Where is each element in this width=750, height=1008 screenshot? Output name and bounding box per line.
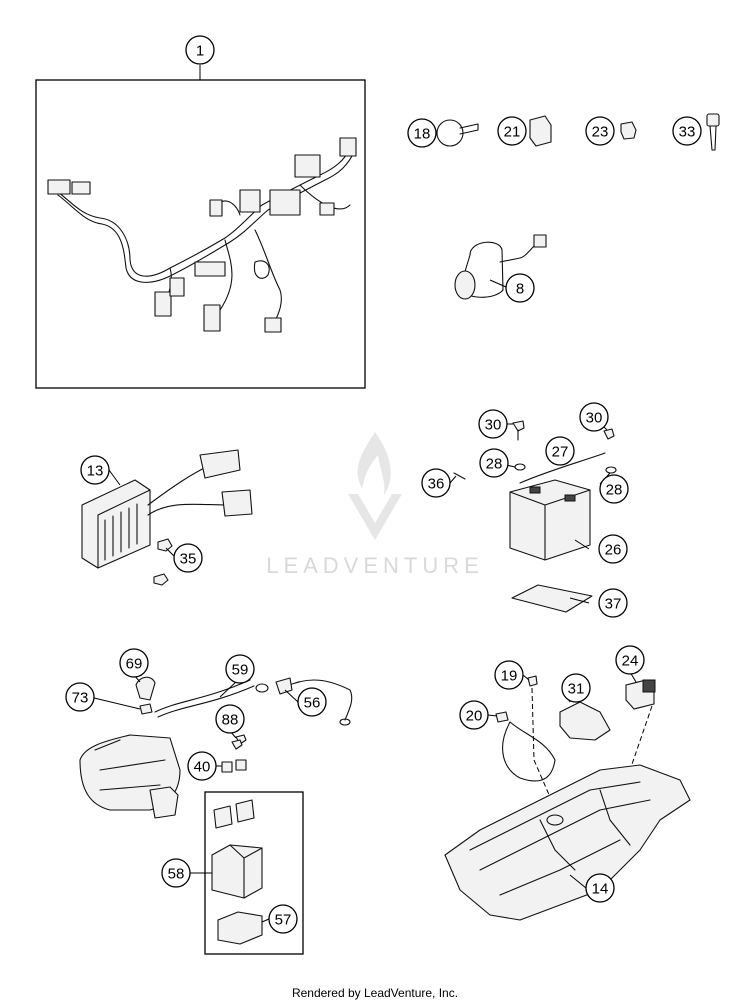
callout-20: 20 (459, 700, 489, 730)
callout-58: 58 (161, 858, 191, 888)
callout-8: 8 (505, 273, 535, 303)
callout-57: 57 (268, 904, 298, 934)
svg-text:88: 88 (222, 712, 239, 729)
svg-text:69: 69 (126, 656, 143, 673)
callout-33: 33 (672, 116, 702, 146)
footer-credit: Rendered by LeadVenture, Inc. (291, 986, 459, 1000)
wiring-harness (47, 137, 357, 333)
svg-text:59: 59 (232, 662, 249, 679)
connector-cap-part (529, 115, 552, 147)
fuse-holder-part (706, 113, 720, 151)
callout-13: 13 (80, 455, 110, 485)
svg-text:73: 73 (72, 690, 89, 707)
svg-text:40: 40 (194, 759, 211, 776)
svg-text:26: 26 (605, 542, 622, 559)
callout-21: 21 (497, 116, 527, 146)
svg-text:30: 30 (586, 410, 603, 427)
svg-text:24: 24 (622, 653, 639, 670)
callout-36: 36 (421, 468, 451, 498)
battery-hardware (453, 420, 617, 484)
callout-73: 73 (65, 682, 95, 712)
svg-text:35: 35 (180, 551, 197, 568)
callout-19: 19 (494, 660, 524, 690)
wiring-harness-group (35, 65, 366, 389)
svg-text:57: 57 (275, 912, 292, 929)
svg-text:18: 18 (414, 126, 431, 143)
callout-40: 40 (187, 751, 217, 781)
svg-text:37: 37 (605, 596, 622, 613)
svg-text:14: 14 (592, 881, 609, 898)
svg-text:33: 33 (679, 124, 696, 141)
battery-pad-part (511, 584, 593, 613)
callout-69: 69 (119, 648, 149, 678)
battery-box-group (444, 675, 691, 921)
watermark-text: LEADVENTURE (266, 553, 484, 578)
svg-text:58: 58 (168, 866, 185, 883)
callout-18: 18 (407, 118, 437, 148)
svg-text:36: 36 (428, 476, 445, 493)
callout-37: 37 (598, 588, 628, 618)
callout-56: 56 (297, 687, 327, 717)
flame-v-logo-icon (348, 432, 402, 540)
callout-27: 27 (545, 436, 575, 466)
watermark: LEADVENTURE (266, 432, 484, 578)
svg-text:8: 8 (516, 281, 524, 298)
svg-text:31: 31 (568, 681, 585, 698)
clip-part (620, 121, 637, 140)
starter-cables (135, 676, 353, 773)
cable-tie-part (436, 119, 479, 147)
callout-30-right: 30 (579, 402, 609, 432)
svg-text:21: 21 (504, 124, 521, 141)
svg-text:28: 28 (486, 456, 503, 473)
callout-31: 31 (561, 673, 591, 703)
callout-14: 14 (585, 873, 615, 903)
callout-24: 24 (615, 645, 645, 675)
svg-text:13: 13 (87, 463, 104, 480)
svg-text:56: 56 (304, 695, 321, 712)
callout-28-right: 28 (599, 474, 629, 504)
svg-text:27: 27 (552, 444, 569, 461)
callout-26: 26 (598, 534, 628, 564)
wiring-harness-frame (35, 79, 366, 389)
screws-part (153, 538, 173, 586)
callout-23: 23 (585, 116, 615, 146)
battery-part (509, 479, 591, 561)
svg-text:20: 20 (466, 708, 483, 725)
voltage-regulator-part (81, 449, 253, 569)
connector-module-part (454, 234, 547, 300)
callout-35: 35 (173, 543, 203, 573)
callout-59: 59 (225, 654, 255, 684)
svg-text:28: 28 (606, 482, 623, 499)
starter-motor-part (79, 734, 181, 819)
callout-30-left: 30 (478, 409, 508, 439)
svg-text:30: 30 (485, 417, 502, 434)
svg-text:1: 1 (196, 43, 204, 60)
callout-88: 88 (215, 704, 245, 734)
callout-28-left: 28 (479, 448, 509, 478)
svg-text:19: 19 (501, 668, 518, 685)
callout-1: 1 (185, 35, 215, 65)
svg-text:23: 23 (592, 124, 609, 141)
